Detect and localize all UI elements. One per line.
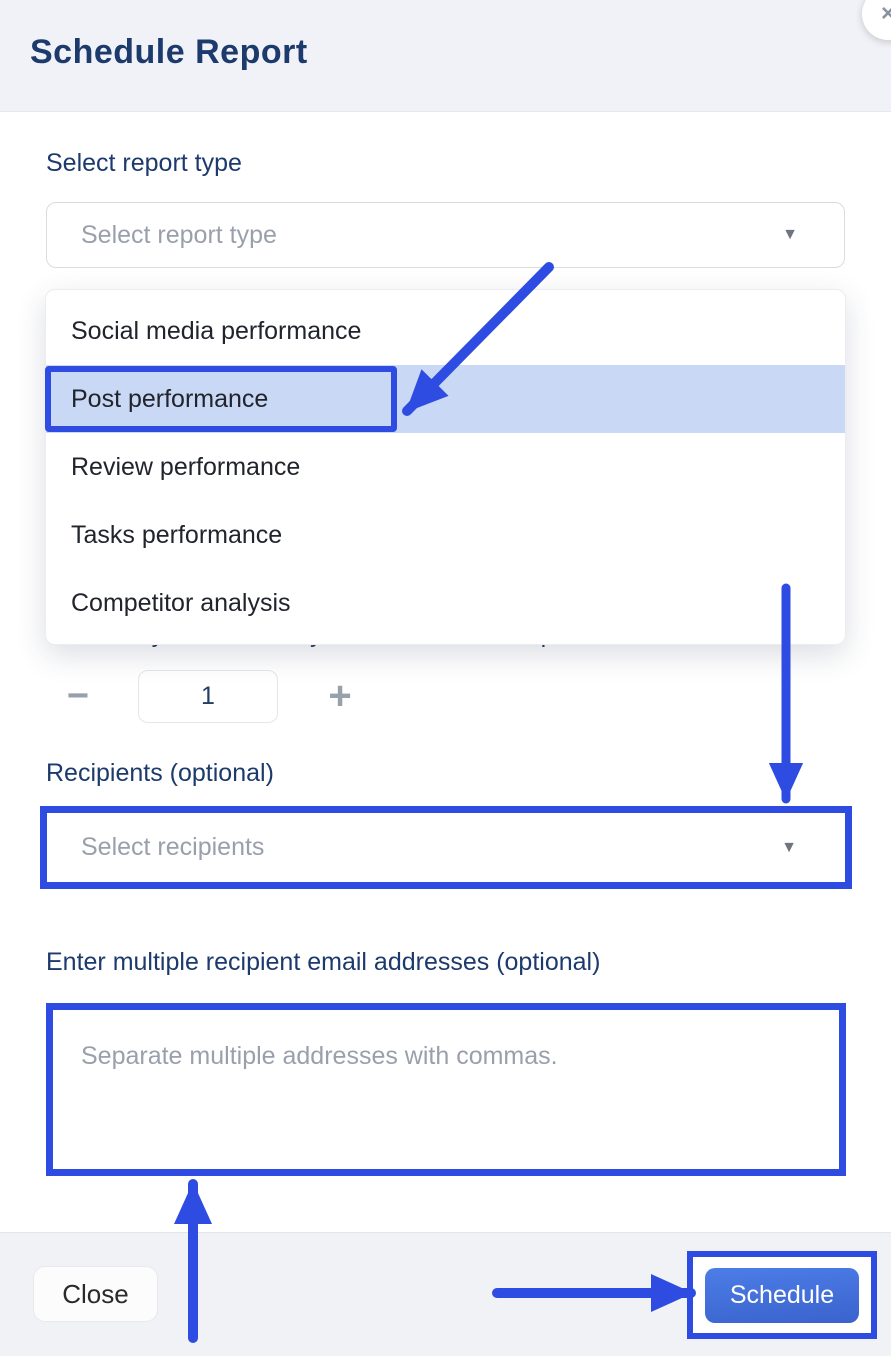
decrement-button[interactable]: − — [62, 676, 94, 716]
modal-title: Schedule Report — [30, 33, 308, 71]
modal-header: Schedule Report — [0, 0, 891, 112]
run-count-input[interactable]: 1 — [138, 670, 278, 723]
option-review-performance[interactable]: Review performance — [71, 452, 301, 481]
recipients-select[interactable]: Select recipients ▼ — [40, 806, 852, 889]
option-social-media-performance[interactable]: Social media performance — [71, 316, 362, 345]
report-type-label: Select report type — [46, 149, 242, 177]
emails-field-wrapper — [46, 1003, 846, 1176]
option-tasks-performance[interactable]: Tasks performance — [71, 520, 283, 549]
schedule-button-label: Schedule — [729, 1280, 835, 1309]
run-count-value: 1 — [201, 682, 215, 710]
chevron-down-icon: ▼ — [782, 226, 798, 243]
recipients-label: Recipients (optional) — [46, 759, 274, 787]
close-button-label: Close — [62, 1278, 129, 1309]
recipients-placeholder: Select recipients — [81, 833, 265, 861]
emails-label: Enter multiple recipient email addresses… — [46, 948, 601, 976]
schedule-button[interactable]: Schedule — [705, 1267, 859, 1323]
close-glyph: × — [880, 0, 891, 27]
plus-icon: + — [328, 674, 352, 718]
report-type-placeholder: Select report type — [81, 220, 277, 249]
annotation-box-post-performance — [45, 366, 397, 432]
option-competitor-analysis[interactable]: Competitor analysis — [71, 588, 291, 617]
report-type-select[interactable]: Select report type ▼ — [46, 202, 845, 268]
minus-icon: − — [66, 675, 90, 717]
increment-button[interactable]: + — [320, 676, 360, 716]
chevron-down-icon: ▼ — [781, 838, 797, 856]
emails-input[interactable] — [53, 1010, 839, 1169]
report-type-dropdown: Social media performance Post performanc… — [45, 289, 846, 645]
close-button[interactable]: Close — [33, 1266, 158, 1322]
annotation-box-schedule: Schedule — [687, 1251, 877, 1339]
